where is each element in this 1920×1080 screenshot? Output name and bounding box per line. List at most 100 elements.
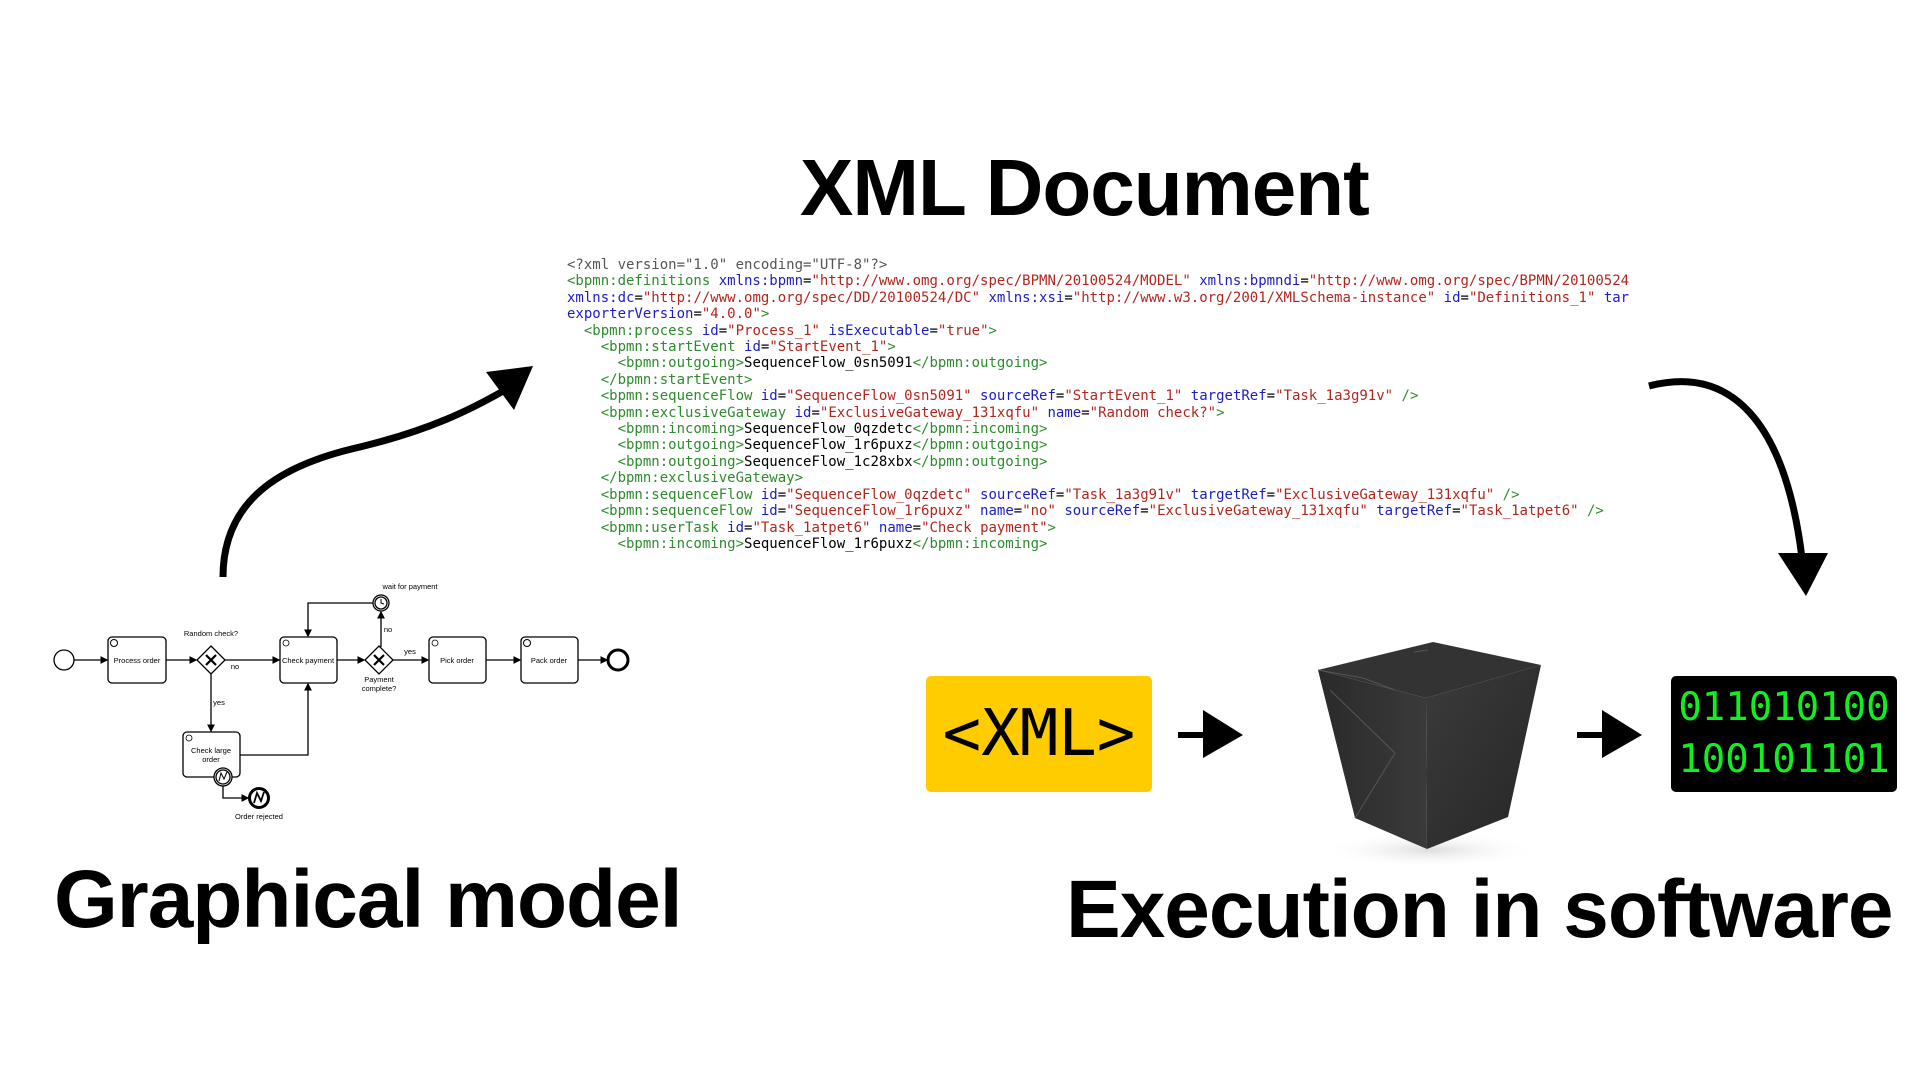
xml-token: "SequenceFlow_0sn5091" <box>786 388 972 405</box>
binary-line: 100101101 <box>1678 737 1890 782</box>
xml-token: > <box>988 322 997 339</box>
xml-token: /> <box>1578 503 1604 520</box>
execution-title: Execution in software <box>1066 864 1894 955</box>
xml-token: = <box>1460 289 1469 306</box>
label-no: no <box>231 662 239 671</box>
label-check-large-order: order <box>202 755 220 764</box>
xml-token: "SequenceFlow_0qzdetc" <box>786 486 972 503</box>
xml-code-listing: <?xml version="1.0" encoding="UTF-8"?><b… <box>567 257 1631 554</box>
label-check-large-order: Check large <box>191 746 231 755</box>
xml-token: = <box>1055 388 1065 405</box>
xml-token: = <box>929 322 938 339</box>
xml-token: = <box>1300 273 1309 290</box>
label-random-check: Random check? <box>184 629 238 638</box>
xml-token: "http://www.omg.org/spec/BPMN/20100524 <box>1308 273 1630 290</box>
label-payment-complete: Payment <box>364 675 395 684</box>
xml-token: "http://www.omg.org/spec/BPMN/20100524/M… <box>811 273 1191 290</box>
xml-code-line: <bpmn:userTask id="Task_1atpet6" name="C… <box>567 520 1631 536</box>
xml-token: <bpmn:outgoing> <box>617 453 745 470</box>
xml-token: <bpmn:sequenceFlow <box>600 486 761 503</box>
xml-token: = <box>1055 486 1065 503</box>
xml-token: <bpmn:userTask <box>600 519 728 536</box>
xml-token: "Random check?" <box>1089 404 1217 421</box>
xml-code-line: <?xml version="1.0" encoding="UTF-8"?> <box>567 257 1631 273</box>
xml-token: </bpmn:outgoing> <box>912 453 1048 470</box>
xml-token: <?xml version="1.0" encoding="UTF-8"?> <box>567 257 888 273</box>
bpmn-diagram <box>53 594 630 809</box>
xml-code-line: xmlns:dc="http://www.omg.org/spec/DD/201… <box>567 290 1631 306</box>
graphical-model-title: Graphical model <box>54 854 683 945</box>
xml-token: <bpmn:process <box>583 322 702 339</box>
xml-code-line: <bpmn:sequenceFlow id="SequenceFlow_1r6p… <box>567 503 1631 519</box>
xml-token: xmlns:xsi <box>988 289 1065 306</box>
timer-icon <box>372 594 390 612</box>
xml-token: </bpmn:outgoing> <box>912 437 1048 454</box>
xml-token: SequenceFlow_1c28xbx <box>744 453 913 470</box>
binary-line: 011010100 <box>1678 685 1890 730</box>
user-icon <box>431 639 439 647</box>
label-payment-complete: complete? <box>362 684 397 693</box>
xml-token: xmlns:bpmndi <box>1199 273 1301 290</box>
label-pack-order: Pack order <box>531 656 568 665</box>
xml-token: = <box>760 339 770 356</box>
xml-token: "ExclusiveGateway_131xqfu" <box>1148 503 1368 520</box>
xml-token: = <box>777 388 787 405</box>
xml-token: "Task_1a3g91v" <box>1064 486 1183 503</box>
binary-display: 011010100 100101101 <box>1671 676 1897 792</box>
xml-document-title: XML Document <box>800 143 1370 232</box>
user-icon <box>185 734 193 742</box>
xml-token: xmlns:bpmn <box>718 273 804 290</box>
xml-token: id <box>1443 289 1461 306</box>
xml-token: "no" <box>1022 503 1056 520</box>
xml-code-line: <bpmn:definitions xmlns:bpmn="http://www… <box>567 273 1631 289</box>
xml-token: "Task_1a3g91v" <box>1275 388 1394 405</box>
arrow-right-icon <box>1178 710 1243 758</box>
xml-token: "StartEvent_1" <box>1064 388 1183 405</box>
xml-token: </bpmn:exclusiveGateway> <box>600 470 804 487</box>
xml-token: <bpmn:outgoing> <box>617 437 745 454</box>
error-end-event-icon <box>248 787 270 809</box>
xml-token: = <box>1140 503 1149 520</box>
start-event <box>53 649 75 671</box>
xml-token: </bpmn:incoming> <box>912 421 1048 438</box>
xml-code-line: <bpmn:outgoing>SequenceFlow_1r6puxz</bpm… <box>567 437 1631 453</box>
label-check-payment: Check payment <box>282 656 335 665</box>
xml-token: = <box>718 322 728 339</box>
xml-token: > <box>1047 519 1056 536</box>
xml-token: <bpmn:sequenceFlow <box>600 388 761 405</box>
gear-icon <box>110 639 118 647</box>
xml-code-line: <bpmn:startEvent id="StartEvent_1"> <box>567 339 1631 355</box>
xml-token: = <box>1266 388 1276 405</box>
xml-code-line: <bpmn:incoming>SequenceFlow_0qzdetc</bpm… <box>567 421 1631 437</box>
xml-code-line: </bpmn:startEvent> <box>567 372 1631 388</box>
arrow-right-icon <box>1577 710 1642 758</box>
xml-token: = <box>1452 503 1461 520</box>
xml-code-line: <bpmn:process id="Process_1" isExecutabl… <box>567 323 1631 339</box>
xml-token: = <box>811 404 820 421</box>
xml-token: = <box>634 289 643 306</box>
xml-token: id <box>727 519 745 536</box>
xml-token: /> <box>1393 388 1419 405</box>
xml-token: = <box>777 503 787 520</box>
xml-token: xmlns:dc <box>567 289 635 306</box>
xml-code-line: <bpmn:outgoing>SequenceFlow_0sn5091</bpm… <box>567 355 1631 371</box>
xml-token: "ExclusiveGateway_131xqfu" <box>1275 486 1495 503</box>
arrow-xml-to-execution-icon <box>1648 378 1828 596</box>
xml-token: name <box>980 503 1014 520</box>
xml-token: </bpmn:outgoing> <box>912 355 1048 372</box>
xml-token: <bpmn:incoming> <box>617 535 745 552</box>
xml-token: isExecutable <box>828 322 930 339</box>
xml-token: <bpmn:outgoing> <box>617 355 745 372</box>
xml-token: <bpmn:definitions <box>567 273 719 290</box>
xml-token: id <box>794 404 812 421</box>
xml-token: tar <box>1603 289 1630 306</box>
xml-token: "http://www.omg.org/spec/DD/20100524/DC" <box>642 289 981 306</box>
xml-token: = <box>777 486 787 503</box>
xml-token: "StartEvent_1" <box>769 339 888 356</box>
xml-token: "4.0.0" <box>701 306 761 323</box>
label-order-rejected: Order rejected <box>235 812 283 821</box>
label-no: no <box>384 625 392 634</box>
xml-token: targetRef <box>1190 388 1267 405</box>
xml-token: "SequenceFlow_1r6puxz" <box>786 503 972 520</box>
xml-token: <bpmn:sequenceFlow <box>600 503 761 520</box>
